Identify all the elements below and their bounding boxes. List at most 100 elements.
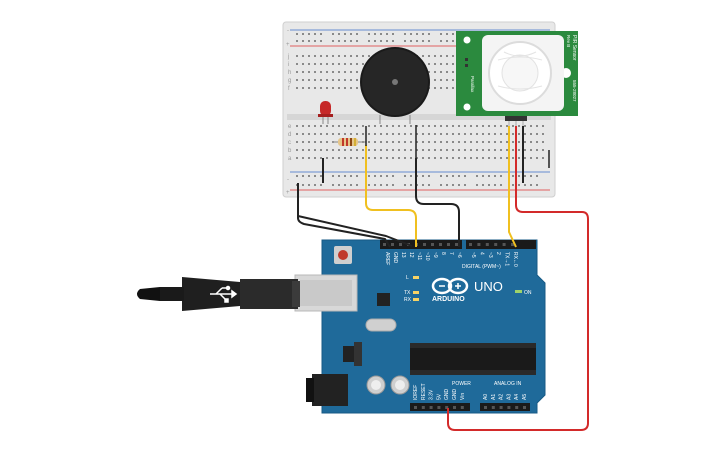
breadboard-hole [440,79,442,81]
breadboard-hole [308,79,310,81]
breadboard-hole [368,157,370,159]
rail-hole [308,40,310,42]
rail-hole [452,40,454,42]
breadboard-hole [296,71,298,73]
breadboard-hole [296,125,298,127]
rail-hole [380,175,382,177]
rail-hole [452,175,454,177]
header-hole [445,406,449,409]
breadboard-hole [518,125,520,127]
breadboard-hole [332,125,334,127]
breadboard-hole [308,71,310,73]
breadboard-hole [356,149,358,151]
rail-hole [410,40,412,42]
resistor [332,138,366,146]
bottom-header-holes [414,406,526,409]
breadboard-hole [296,157,298,159]
breadboard-hole [446,141,448,143]
breadboard-hole [320,133,322,135]
rail-hole [536,184,538,186]
breadboard-hole [338,79,340,81]
rail-hole [392,33,394,35]
breadboard-hole [452,87,454,89]
breadboard-hole [338,149,340,151]
power-pin-label: GND [444,389,450,401]
rail-hole [332,33,334,35]
breadboard-hole [350,55,352,57]
led-rx-label: RX [404,297,412,303]
rail-hole [428,33,430,35]
breadboard-hole [452,71,454,73]
breadboard-hole [428,157,430,159]
rail-hole [452,33,454,35]
breadboard-hole [320,87,322,89]
rail-hole [530,175,532,177]
rail-hole [350,184,352,186]
breadboard-hole [506,133,508,135]
breadboard-hole [440,125,442,127]
breadboard-hole [494,157,496,159]
rail-hole [446,40,448,42]
row-letter: d [288,132,291,138]
breadboard-hole [302,149,304,151]
rail-hole [344,184,346,186]
row-letter: b [288,148,292,154]
breadboard-hole [398,157,400,159]
breadboard-hole [524,157,526,159]
breadboard-hole [494,133,496,135]
breadboard-hole [302,55,304,57]
breadboard-hole [434,141,436,143]
header-hole [429,406,433,409]
breadboard-hole [512,157,514,159]
breadboard-hole [356,87,358,89]
digital-pin-label: ~11 [416,252,422,260]
breadboard-hole [320,149,322,151]
breadboard-hole [530,125,532,127]
breadboard-hole [500,133,502,135]
breadboard-hole [344,87,346,89]
rail-hole [446,175,448,177]
arduino-logo-icon [431,277,469,295]
header-hole [494,243,498,246]
breadboard-hole [416,125,418,127]
rail-hole [518,184,520,186]
breadboard-hole [356,157,358,159]
breadboard-hole [494,125,496,127]
header-hole [469,243,472,246]
breadboard-hole [404,149,406,151]
digital-pin-label: 13 [400,252,406,258]
rail-hole [296,40,298,42]
breadboard-hole [440,157,442,159]
rail-hole [392,175,394,177]
breadboard-hole [542,149,544,151]
breadboard-hole [320,71,322,73]
rail-hole [422,33,424,35]
breadboard-hole [320,63,322,65]
breadboard-hole [464,149,466,151]
breadboard-hole [332,157,334,159]
rail-hole [488,175,490,177]
breadboard-hole [428,133,430,135]
breadboard-hole [314,79,316,81]
rail-hole [344,33,346,35]
breadboard-hole [536,157,538,159]
pir-rev: Rev B [566,35,571,47]
row-letter: h [288,70,291,76]
rail-hole [428,40,430,42]
rail-hole [302,184,304,186]
rail-hole [440,33,442,35]
rail-hole [356,40,358,42]
breadboard-hole [326,141,328,143]
breadboard-hole [452,79,454,81]
breadboard-hole [404,133,406,135]
breadboard-hole [296,55,298,57]
breadboard-hole [356,63,358,65]
breadboard-hole [536,133,538,135]
breadboard-hole [314,63,316,65]
analog-pin-label: A1 [491,394,497,400]
breadboard-hole [308,141,310,143]
breadboard-hole [338,63,340,65]
breadboard-hole [338,157,340,159]
breadboard-hole [428,141,430,143]
breadboard-hole [350,71,352,73]
